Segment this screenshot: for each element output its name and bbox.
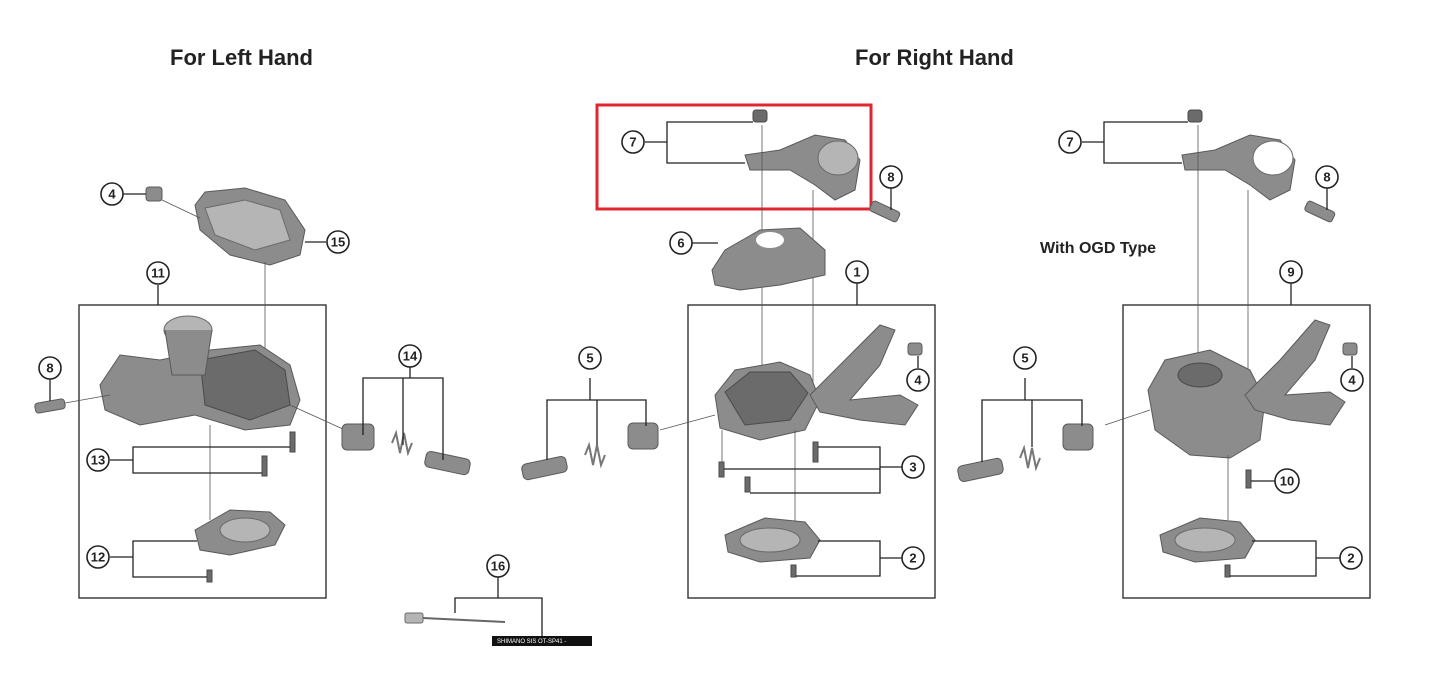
svg-text:12: 12 <box>91 550 105 565</box>
svg-text:13: 13 <box>91 453 105 468</box>
callout-8-ogd: 8 <box>1315 165 1339 189</box>
left-base-part-12 <box>194 509 286 556</box>
left-base-screw <box>206 569 213 583</box>
svg-text:4: 4 <box>914 373 922 388</box>
callout-10: 10 <box>1274 468 1300 494</box>
callout-11: 11 <box>146 261 170 285</box>
right-base-screw <box>790 564 797 578</box>
ogd-bolt-part-8 <box>1304 200 1336 223</box>
svg-text:2: 2 <box>909 551 916 566</box>
ogd-type-label: With OGD Type <box>1040 240 1156 257</box>
callout-4-ogd: 4 <box>1340 368 1364 392</box>
svg-text:5: 5 <box>1021 351 1028 366</box>
svg-text:8: 8 <box>46 361 53 376</box>
callout-16: 16 <box>486 554 510 578</box>
callout-15: 15 <box>326 230 350 254</box>
svg-text:8: 8 <box>887 170 894 185</box>
ogd-adjuster-set-part-5 <box>957 423 1094 482</box>
cable-print: SHIMANO SIS OT-SP41 - <box>497 639 566 645</box>
ogd-shifter-body-part-9 <box>1147 319 1358 459</box>
left-hand-heading: For Left Hand <box>170 45 313 70</box>
callout-6: 6 <box>669 231 693 255</box>
callout-5-right: 5 <box>578 346 602 370</box>
svg-text:10: 10 <box>1280 474 1294 489</box>
right-adjuster-set-part-5 <box>521 422 659 481</box>
left-bolt-part-8 <box>34 398 66 414</box>
callout-8-right: 8 <box>879 165 903 189</box>
callout-1: 1 <box>845 260 869 284</box>
left-adjuster-set-part-14 <box>341 423 471 476</box>
svg-text:7: 7 <box>1066 135 1073 150</box>
part-7-highlight <box>595 103 873 211</box>
callout-3: 3 <box>901 455 925 479</box>
right-base-part-2 <box>724 517 821 563</box>
svg-text:4: 4 <box>108 187 116 202</box>
svg-text:1: 1 <box>853 265 860 280</box>
right-clamp-part-7 <box>744 109 861 201</box>
callout-2-ogd: 2 <box>1339 546 1363 570</box>
svg-text:11: 11 <box>151 266 165 281</box>
callout-8-left: 8 <box>38 356 62 380</box>
svg-text:14: 14 <box>403 349 418 364</box>
svg-text:5: 5 <box>586 351 593 366</box>
ogd-base-part-2 <box>1159 517 1256 563</box>
ogd-base-screw <box>1224 564 1231 578</box>
svg-text:2: 2 <box>1347 551 1354 566</box>
right-hand-heading: For Right Hand <box>855 45 1014 70</box>
callout-14: 14 <box>398 344 422 368</box>
svg-text:8: 8 <box>1323 170 1330 185</box>
right-shifter-body-part-1 <box>714 324 923 441</box>
right-bolt-part-8 <box>869 200 901 223</box>
right-cover-part-6 <box>711 227 826 291</box>
svg-text:9: 9 <box>1287 265 1294 280</box>
svg-text:4: 4 <box>1348 373 1356 388</box>
callout-12: 12 <box>86 545 110 569</box>
callout-7-right: 7 <box>621 130 645 154</box>
callout-5-ogd: 5 <box>1013 346 1037 370</box>
callout-13: 13 <box>86 448 110 472</box>
ogd-assembly-box <box>1122 304 1371 599</box>
svg-text:6: 6 <box>677 236 684 251</box>
left-cover-part-15 <box>194 187 306 266</box>
svg-text:7: 7 <box>629 135 636 150</box>
callout-9: 9 <box>1279 260 1303 284</box>
svg-text:16: 16 <box>491 559 505 574</box>
callout-2-right: 2 <box>901 546 925 570</box>
right-assembly-box <box>687 304 936 599</box>
callout-7-ogd: 7 <box>1058 130 1082 154</box>
svg-text:3: 3 <box>909 460 916 475</box>
cable-part-16: SHIMANO SIS OT-SP41 - <box>404 612 592 646</box>
callout-4-right: 4 <box>906 368 930 392</box>
left-shifter-body-part-11 <box>99 315 301 431</box>
ogd-screw-part-10 <box>1245 469 1252 489</box>
svg-text:15: 15 <box>331 235 345 250</box>
left-assembly-box <box>78 304 327 599</box>
right-screws-part-3 <box>718 441 819 493</box>
left-screws-part-13 <box>261 431 296 477</box>
left-nut-part-4 <box>145 186 163 202</box>
callout-4-left: 4 <box>100 182 124 206</box>
ogd-clamp-part-7 <box>1181 109 1296 201</box>
